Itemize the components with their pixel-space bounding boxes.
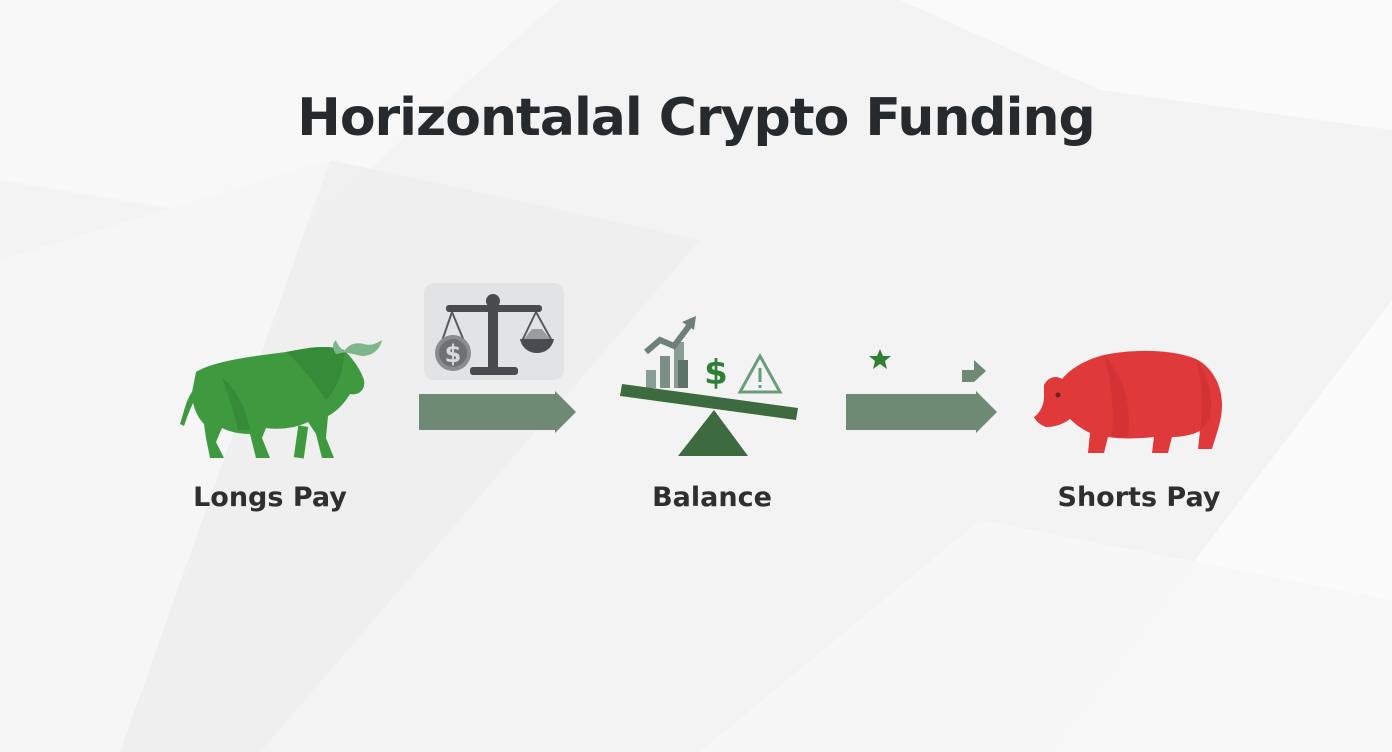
warning-icon — [737, 352, 783, 394]
small-arrow-icon — [962, 360, 986, 382]
seesaw-balance-icon: $ — [620, 316, 798, 456]
diagram-title: Horizontalal Crypto Funding — [297, 88, 1095, 148]
star-icon — [869, 349, 891, 369]
bull-icon — [180, 340, 382, 459]
bear-icon — [1034, 350, 1222, 453]
arrow-right-1 — [419, 391, 576, 433]
growth-chart-icon — [644, 316, 696, 388]
stage-label-shorts-pay: Shorts Pay — [1057, 482, 1221, 513]
money-scale-icon: $ — [435, 294, 554, 375]
stage-label-longs-pay: Longs Pay — [193, 482, 347, 513]
arrow-right-2 — [846, 391, 997, 433]
stage-label-balance: Balance — [652, 482, 772, 513]
dollar-icon: $ — [704, 353, 728, 393]
svg-text:$: $ — [445, 340, 462, 368]
